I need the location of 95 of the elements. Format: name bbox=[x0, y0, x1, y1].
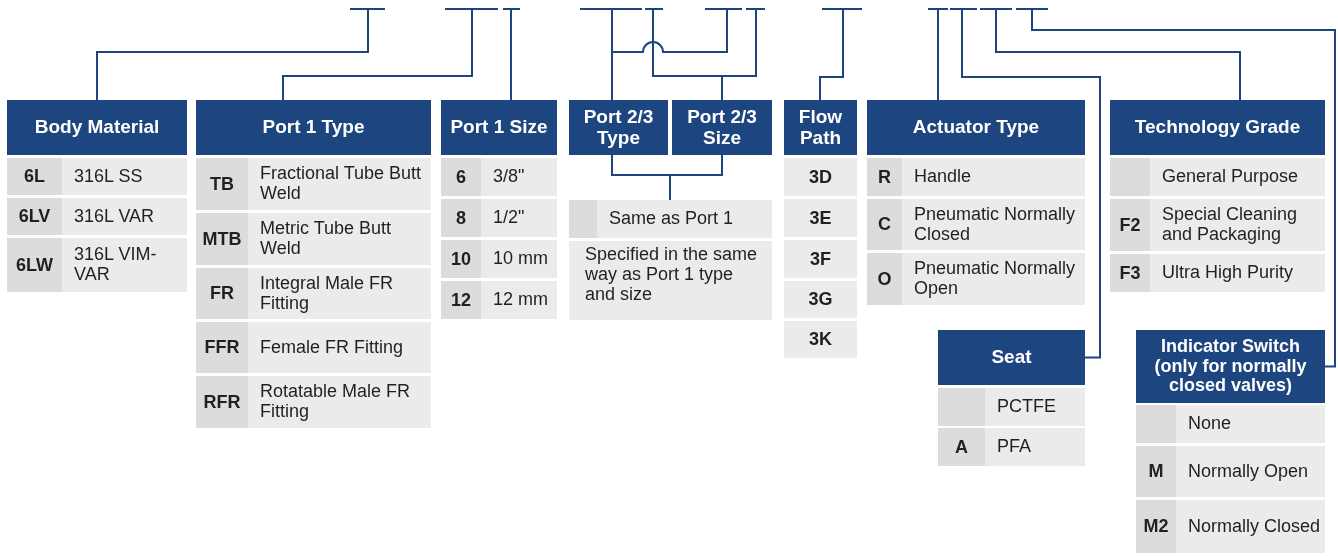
option-code: 6L bbox=[7, 158, 62, 195]
option-description: 1/2" bbox=[493, 208, 525, 228]
connector-line bbox=[510, 9, 512, 101]
option-code: 6 bbox=[441, 158, 481, 196]
connector-line bbox=[96, 9, 369, 101]
option-code: MTB bbox=[196, 213, 248, 265]
option-code: 10 bbox=[441, 240, 481, 278]
option-code: 3F bbox=[784, 240, 857, 278]
option-description: Rotatable Male FR Fitting bbox=[260, 382, 412, 422]
option-code: RFR bbox=[196, 376, 248, 428]
option-row bbox=[1136, 500, 1325, 553]
category-header: Seat bbox=[938, 330, 1085, 385]
option-row bbox=[938, 428, 1085, 466]
option-row bbox=[1136, 446, 1325, 497]
category-header: Port 2/3 Type bbox=[569, 100, 668, 155]
option-row bbox=[1110, 158, 1325, 196]
option-row bbox=[7, 198, 187, 235]
option-description: Ultra High Purity bbox=[1162, 263, 1294, 283]
option-description: 12 mm bbox=[493, 290, 548, 310]
category-header: Actuator Type bbox=[867, 100, 1085, 155]
connector-line bbox=[669, 154, 723, 201]
option-row bbox=[441, 281, 557, 319]
option-row bbox=[938, 388, 1085, 426]
option-description: 316L SS bbox=[74, 166, 143, 187]
connector-line bbox=[819, 9, 844, 101]
option-code: F3 bbox=[1110, 254, 1150, 292]
option-row bbox=[196, 376, 431, 428]
option-code: 12 bbox=[441, 281, 481, 319]
option-code: 3G bbox=[784, 281, 857, 318]
category-header: Port 2/3 Size bbox=[672, 100, 772, 155]
option-code: TB bbox=[196, 158, 248, 210]
option-code: O bbox=[867, 253, 902, 305]
option-description: Handle bbox=[914, 167, 972, 187]
option-description: Pneumatic Normally Open bbox=[914, 259, 1077, 299]
option-row bbox=[867, 253, 1085, 305]
category-header: Port 1 Size bbox=[441, 100, 557, 155]
option-description: 3/8" bbox=[493, 167, 525, 187]
option-code: 3D bbox=[784, 158, 857, 196]
option-code: 3K bbox=[784, 321, 857, 358]
connector-line bbox=[721, 9, 757, 101]
option-description: General Purpose bbox=[1162, 167, 1299, 187]
option-code: M2 bbox=[1136, 500, 1176, 553]
category-header: Flow Path bbox=[784, 100, 857, 155]
option-row bbox=[1110, 254, 1325, 292]
option-code: FR bbox=[196, 268, 248, 319]
category-header: Indicator Switch (only for normally closed valves) bbox=[1136, 330, 1325, 403]
connector-line bbox=[1031, 9, 1336, 368]
option-description: Female FR Fitting bbox=[260, 337, 404, 358]
option-description: Normally Open bbox=[1188, 461, 1309, 482]
option-code: C bbox=[867, 199, 902, 250]
option-code: R bbox=[867, 158, 902, 196]
option-row bbox=[196, 268, 431, 319]
option-row bbox=[196, 322, 431, 373]
option-description: 10 mm bbox=[493, 249, 548, 269]
option-code: F2 bbox=[1110, 199, 1150, 251]
option-description: 316L VAR bbox=[74, 206, 155, 227]
option-row bbox=[196, 213, 431, 265]
connector-line bbox=[995, 9, 1241, 101]
option-row bbox=[7, 158, 187, 195]
connector-line bbox=[937, 9, 939, 101]
option-description: 316L VIM-VAR bbox=[74, 245, 158, 285]
connector-line bbox=[961, 9, 1101, 359]
option-code: 8 bbox=[441, 199, 481, 237]
option-description: None bbox=[1188, 414, 1232, 434]
category-header: Port 1 Type bbox=[196, 100, 431, 155]
option-row bbox=[569, 200, 772, 238]
option-description: Integral Male FR Fitting bbox=[260, 273, 395, 314]
option-row bbox=[867, 158, 1085, 196]
option-description: Pneumatic Normally Closed bbox=[914, 204, 1077, 245]
option-row bbox=[1110, 199, 1325, 251]
option-code: 3E bbox=[784, 199, 857, 237]
option-row bbox=[441, 240, 557, 278]
option-code: 6LW bbox=[7, 238, 62, 292]
option-description: Special Cleaning and Packaging bbox=[1162, 205, 1299, 245]
option-description: Metric Tube Butt Weld bbox=[260, 219, 393, 259]
option-code: M bbox=[1136, 446, 1176, 497]
option-row bbox=[867, 199, 1085, 250]
option-row bbox=[196, 158, 431, 210]
option-description: Fractional Tube Butt Weld bbox=[260, 164, 423, 204]
category-header: Body Material bbox=[7, 100, 187, 155]
option-code: FFR bbox=[196, 322, 248, 373]
option-row bbox=[1136, 405, 1325, 443]
option-description: Same as Port 1 bbox=[609, 209, 734, 229]
option-row bbox=[441, 199, 557, 237]
option-code: A bbox=[938, 428, 985, 466]
note-text: Specified in the same way as Port 1 type and size bbox=[569, 241, 772, 320]
option-description: Normally Closed bbox=[1188, 516, 1321, 537]
option-description: PCTFE bbox=[997, 397, 1056, 417]
option-row bbox=[441, 158, 557, 196]
option-code: 6LV bbox=[7, 198, 62, 235]
connector-line bbox=[282, 9, 473, 101]
connector-line bbox=[611, 9, 728, 101]
option-description: PFA bbox=[997, 437, 1031, 457]
option-row bbox=[7, 238, 187, 292]
category-header: Technology Grade bbox=[1110, 100, 1325, 155]
